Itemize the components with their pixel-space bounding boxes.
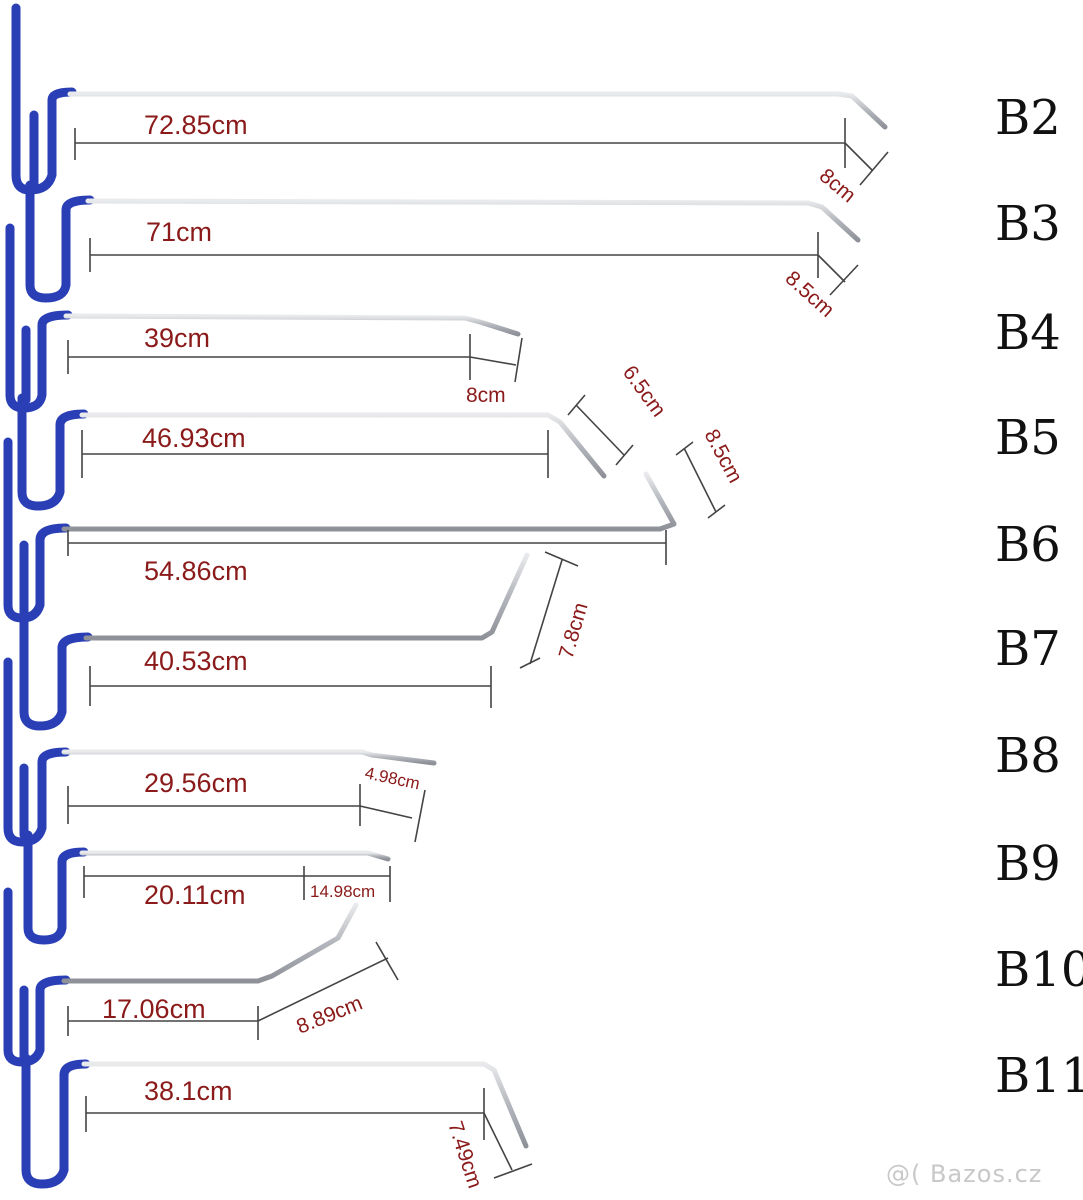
tip-label-b5: 6.5cm [618,361,670,421]
tip-label-b8: 4.98cm [363,763,421,793]
dim-b8 [67,784,426,843]
rod-label-b4: B4 [995,305,1061,361]
rod-label-b7: B7 [995,621,1061,677]
handle-b10 [3,887,71,1067]
tip-label-b11: 7.49cm [443,1118,486,1191]
dim-b11 [85,1088,533,1179]
handle-b11 [21,1053,91,1189]
dim-b6 [67,441,726,565]
length-label-b11: 38.1cm [144,1076,233,1106]
dim-b4 [67,334,523,383]
handles-group [3,3,95,1189]
rod-b3 [85,198,861,243]
rods-group [61,91,888,1149]
handle-b9 [23,830,89,945]
rod-b2 [67,91,888,130]
handle-b4 [5,223,73,413]
rod-b4 [63,313,521,337]
tip-label-b7: 7.8cm [555,600,593,661]
rod-label-b5: B5 [995,410,1061,466]
handle-b8 [3,657,71,847]
dim-b5 [81,394,634,478]
length-label-b4: 39cm [144,323,210,353]
rod-label-b10: B10 [995,942,1083,998]
dim-b7 [89,551,579,708]
length-label-b3: 71cm [146,217,212,247]
length-label-b7: 40.53cm [144,646,248,676]
handle-b2 [11,3,77,195]
tip-label-b2: 8cm [815,164,860,207]
dimension-lines [67,118,889,1179]
dim-b2 [74,118,889,186]
dim-b10 [67,941,399,1040]
rod-label-b11: B11 [995,1048,1083,1104]
dim-b3 [89,232,859,296]
length-label-b10: 17.06cm [102,994,206,1024]
rod-b6 [61,471,677,532]
tip-label-b4: 8cm [466,384,506,407]
rod-b10 [61,902,359,984]
rod-b9 [79,850,391,862]
rod-label-b6: B6 [995,517,1061,573]
length-labels: 72.85cm 71cm 39cm 46.93cm 54.86cm 40.53c… [102,110,248,1106]
length-label-b6: 54.86cm [144,556,248,586]
handle-b7 [19,607,93,731]
tip-label-b9: 14.98cm [310,882,375,901]
length-label-b2: 72.85cm [144,110,248,140]
length-label-b9: 20.11cm [144,880,246,910]
handle-b5 [17,393,89,511]
tip-label-b6: 8.5cm [700,426,747,487]
rod-label-b3: B3 [995,196,1061,252]
rod-b11 [81,1061,529,1149]
dim-b9 [83,866,391,902]
rod-b7 [83,552,530,641]
rod-label-b8: B8 [995,728,1061,784]
rod-label-b9: B9 [995,836,1061,892]
length-label-b5: 46.93cm [142,423,246,453]
rod-b5 [79,412,607,479]
handle-b6 [3,437,71,623]
watermark: @( Bazos.cz [886,1160,1043,1188]
rod-b8 [61,749,437,766]
length-label-b8: 29.56cm [144,768,248,798]
rod-label-b2: B2 [995,90,1061,146]
handle-b3 [25,180,95,303]
